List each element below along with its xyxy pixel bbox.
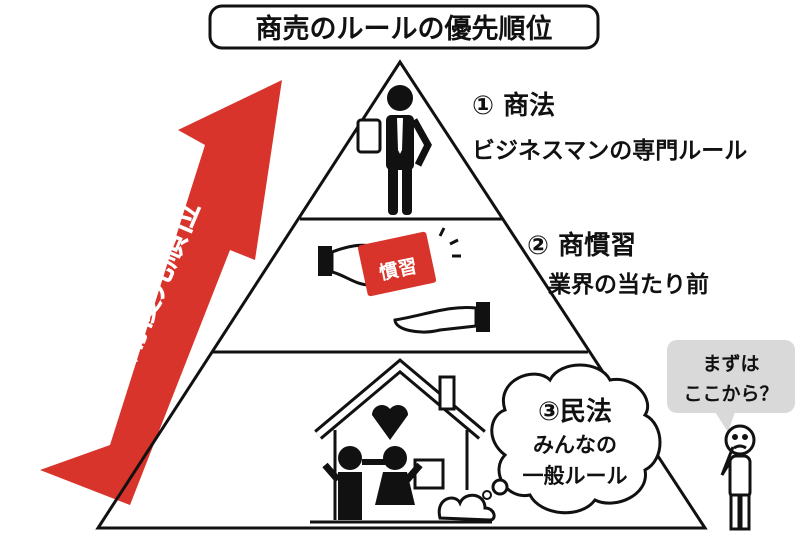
title-box: 商売のルールの優先順位 (208, 4, 600, 50)
thought-cloud: ③民法 みんなの 一般ルール (482, 363, 662, 515)
tier1-heading: ① 商法 (472, 90, 555, 121)
pyramid (95, 59, 708, 530)
tier3-sub1: みんなの (533, 433, 617, 457)
tier2-sub: 業界の当たり前 (547, 271, 709, 298)
speech-line2: ここから？ (683, 383, 778, 405)
confused-person-icon (720, 424, 756, 531)
custom-card (357, 231, 437, 297)
heart-icon (372, 405, 408, 440)
tier1-sub: ビジネスマンの専門ルール (472, 138, 747, 164)
priority-arrow: 適用優先順位 (40, 80, 282, 505)
tier3-sub2: 一般ルール (523, 464, 628, 488)
page-title: 商売のルールの優先順位 (256, 13, 553, 45)
speech-bubble: まずは ここから？ (667, 340, 795, 432)
tier3-heading: ③民法 (538, 397, 612, 427)
arrow-up-icon (40, 80, 282, 505)
tier2-heading: ② 商慣習 (527, 230, 636, 261)
house-family-icon (310, 358, 496, 524)
businessman-icon (356, 85, 432, 215)
handshake-icon: 慣習 (318, 227, 490, 334)
speech-line1: まずは (702, 353, 759, 375)
